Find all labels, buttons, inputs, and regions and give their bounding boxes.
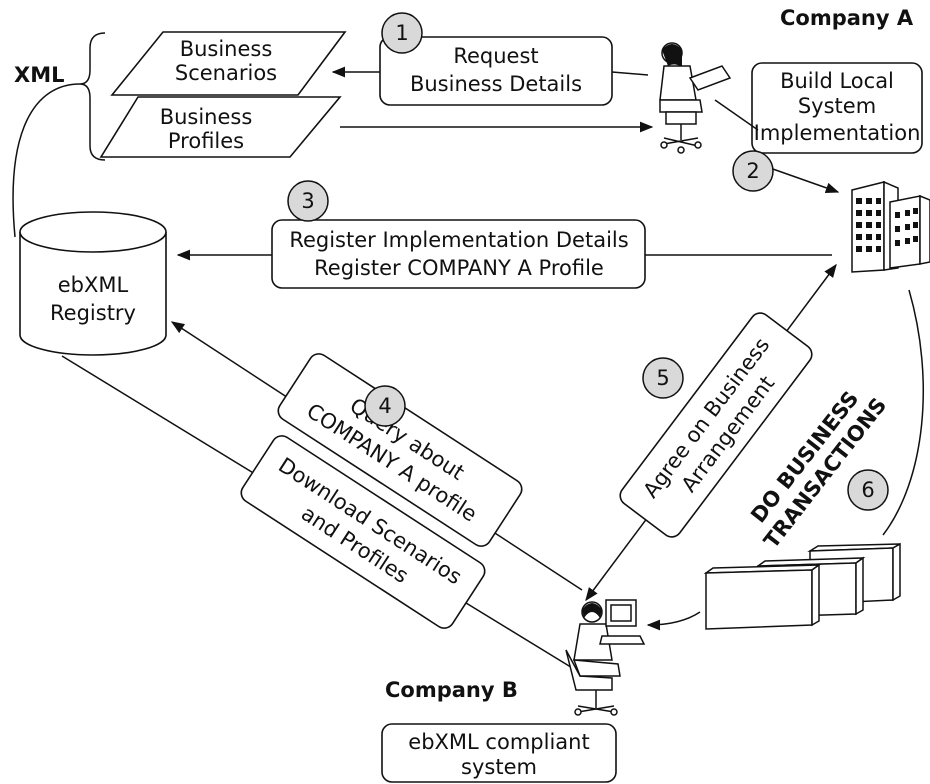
step2-badge <box>732 150 774 192</box>
build-local-line2: System <box>798 94 876 118</box>
curve-building-to-servers <box>882 289 925 536</box>
business-scenarios-line2: Scenarios <box>175 61 277 85</box>
step5-box <box>619 312 813 538</box>
business-scenarios-line1: Business <box>180 37 273 61</box>
compliant-system-box <box>381 723 617 783</box>
xml-label: XML <box>14 63 64 87</box>
step2-number: 2 <box>746 159 759 183</box>
step1-box <box>379 36 613 106</box>
office-building-icon <box>851 180 930 273</box>
xml-connector <box>12 83 81 238</box>
company-b-title: Company B <box>385 678 518 702</box>
person-with-laptop-icon <box>659 42 732 154</box>
step4-box <box>277 353 523 547</box>
step3-badge <box>287 180 329 222</box>
step5-badge <box>642 357 684 399</box>
business-scenarios-doc: Business Scenarios <box>110 31 347 96</box>
business-profiles-doc: Business Profiles <box>99 96 342 158</box>
compliant-system-line1: ebXML compliant <box>408 730 589 754</box>
server-boxes-icon <box>703 542 901 630</box>
step1-badge <box>381 12 423 54</box>
step1-line1: Request <box>453 44 538 68</box>
registry-line1: ebXML <box>58 273 129 297</box>
step5-number: 5 <box>656 366 669 390</box>
line-requester-to-step1 <box>611 71 649 76</box>
xml-brace <box>79 32 106 161</box>
database-cylinder-icon: ebXML Registry <box>19 211 167 356</box>
download-box <box>240 435 486 629</box>
registry-line2: Registry <box>50 301 136 325</box>
arrow-to-building <box>769 167 840 194</box>
compliant-system-line2: system <box>461 755 537 779</box>
step6-number: 6 <box>861 478 874 502</box>
build-local-line1: Build Local <box>780 69 894 93</box>
step3-line2: Register COMPANY A Profile <box>314 256 604 280</box>
step4-badge <box>364 385 406 427</box>
step3-line1: Register Implementation Details <box>289 228 628 252</box>
business-profiles-line2: Profiles <box>168 129 244 153</box>
line-requester-to-build <box>714 99 759 131</box>
step3-number: 3 <box>301 189 314 213</box>
step1-number: 1 <box>395 21 408 45</box>
step3-box <box>271 219 646 289</box>
business-profiles-line1: Business <box>160 105 253 129</box>
build-local-box <box>751 62 923 154</box>
build-local-line3: Implementation <box>754 121 921 145</box>
company-a-title: Company A <box>780 6 914 30</box>
step1-line2: Business Details <box>410 72 582 96</box>
arrow-servers-to-company-b <box>646 611 701 631</box>
person-at-computer-icon <box>565 599 646 716</box>
step4-number: 4 <box>378 394 391 418</box>
step6-badge <box>847 469 889 511</box>
